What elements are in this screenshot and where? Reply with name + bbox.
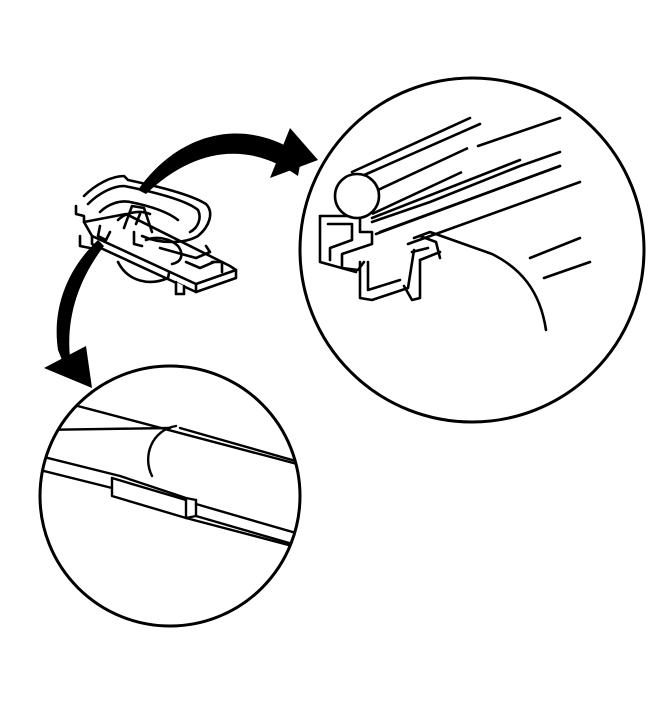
- assembled-component: [74, 174, 238, 296]
- arrow-to-bottom-detail: [44, 240, 104, 388]
- arrow-to-top-detail: [138, 128, 318, 194]
- detail-view-top-right: [298, 76, 646, 424]
- detail-view-bottom-left: [38, 364, 302, 628]
